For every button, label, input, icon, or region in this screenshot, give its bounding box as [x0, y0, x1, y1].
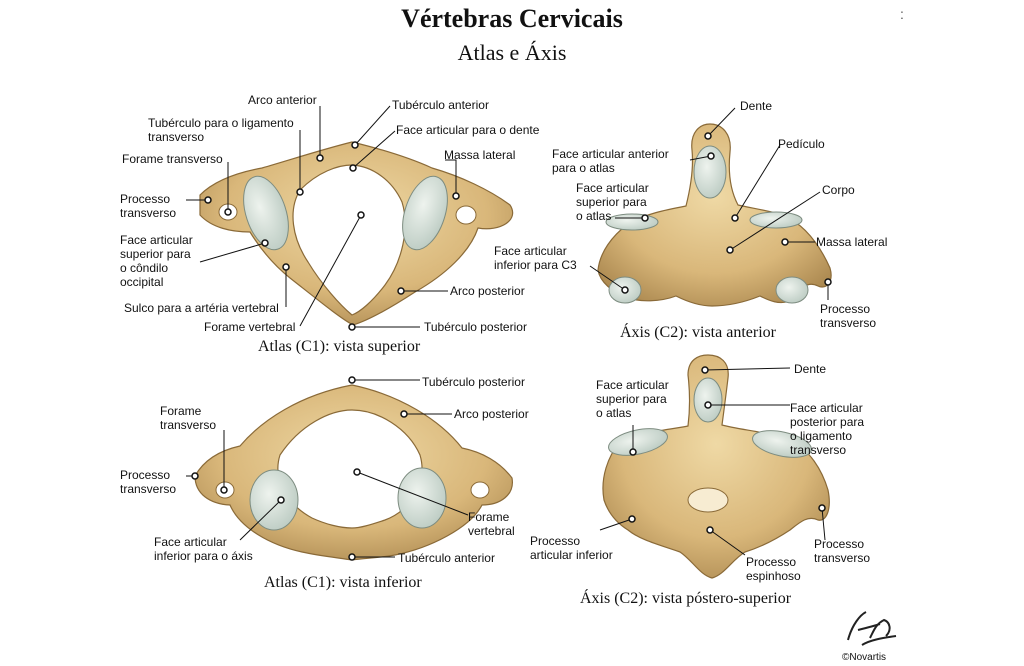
label-forame-transverso-inf: Forame transverso	[160, 404, 217, 432]
label-face-articular-superior-atlas-postero: Face articular superior para o atlas	[596, 378, 669, 420]
label-tuberculo-anterior: Tubérculo anterior	[392, 98, 489, 112]
label-dente-postero: Dente	[794, 362, 827, 376]
axis-postero-illustration	[602, 354, 830, 579]
label-dente: Dente	[740, 99, 773, 113]
leader-lines	[186, 105, 829, 558]
label-arco-anterior: Arco anterior	[248, 93, 317, 107]
plate-subtitle: Atlas e Áxis	[457, 40, 567, 65]
label-face-articular-dente: Face articular para o dente	[396, 123, 540, 137]
label-face-articular-inferior-c3: Face articular inferior para C3	[494, 244, 577, 272]
pin-markers	[191, 132, 832, 561]
label-processo-transverso-inf: Processo transverso	[120, 468, 177, 496]
label-tuberculo-ligamento: Tubérculo para o ligamento transverso	[148, 116, 294, 144]
label-pediculo: Pedículo	[778, 137, 825, 151]
caption-axis-anterior: Áxis (C2): vista anterior	[620, 324, 776, 341]
label-face-articular-superior-atlas: Face articular superior para o atlas	[576, 181, 649, 223]
label-tuberculo-anterior-inf: Tubérculo anterior	[398, 551, 495, 565]
label-tuberculo-posterior-inf: Tubérculo posterior	[422, 375, 525, 389]
plate-title: Vértebras Cervicais	[401, 4, 623, 33]
label-forame-vertebral: Forame vertebral	[204, 320, 296, 334]
label-arco-posterior: Arco posterior	[450, 284, 525, 298]
label-processo-transverso: Processo transverso	[120, 192, 177, 220]
copyright-text: ©Novartis	[842, 652, 887, 663]
label-arco-posterior-inf: Arco posterior	[454, 407, 529, 421]
label-face-articular-inferior-axis: Face articular inferior para o áxis	[154, 535, 253, 563]
label-forame-vertebral-inf: Forame vertebral	[468, 510, 515, 538]
label-massa-lateral-axis: Massa lateral	[816, 235, 888, 249]
atlas-superior-illustration	[199, 141, 513, 326]
label-tuberculo-posterior: Tubérculo posterior	[424, 320, 527, 334]
caption-atlas-superior: Atlas (C1): vista superior	[258, 338, 421, 355]
label-face-articular-posterior-ligamento: Face articular posterior para o ligament…	[790, 401, 865, 457]
label-processo-transverso-axis: Processo transverso	[820, 302, 877, 330]
atlas-inferior-illustration	[194, 384, 513, 561]
label-processo-espinhoso: Processo espinhoso	[746, 555, 801, 583]
label-face-articular-condilo: Face articular superior para o côndilo o…	[120, 233, 193, 289]
label-face-articular-anterior-atlas: Face articular anterior para o atlas	[552, 147, 669, 175]
axis-anterior-illustration	[597, 123, 832, 307]
label-massa-lateral: Massa lateral	[444, 148, 516, 162]
label-forame-transverso: Forame transverso	[122, 152, 223, 166]
label-processo-articular-inferior: Processo articular inferior	[530, 534, 613, 562]
label-processo-transverso-postero: Processo transverso	[814, 537, 871, 565]
label-sulco-arteria: Sulco para a artéria vertebral	[124, 301, 279, 315]
netter-signature	[847, 611, 897, 646]
caption-atlas-inferior: Atlas (C1): vista inferior	[264, 574, 422, 591]
corner-mark: :	[900, 6, 904, 22]
caption-axis-postero: Áxis (C2): vista póstero-superior	[580, 590, 792, 607]
label-corpo: Corpo	[822, 183, 855, 197]
